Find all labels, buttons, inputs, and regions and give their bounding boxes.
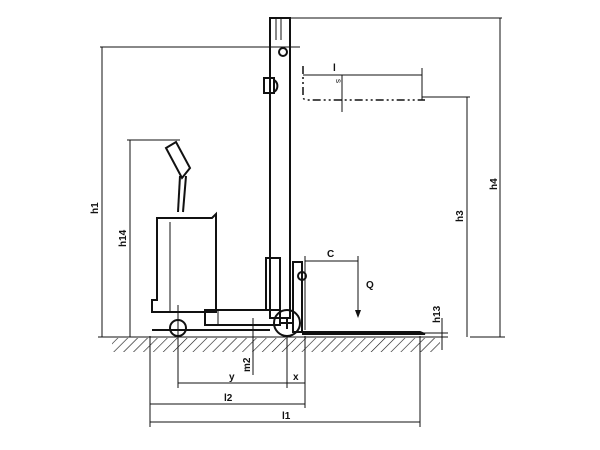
- label-s: s: [334, 79, 343, 83]
- label-q: Q: [366, 280, 374, 291]
- label-h3: h3: [455, 210, 466, 222]
- label-h13: h13: [432, 305, 443, 323]
- label-l2: l2: [224, 393, 233, 404]
- mast: [263, 17, 291, 319]
- label-l1: l1: [282, 411, 291, 422]
- label-x: x: [293, 372, 299, 383]
- label-c: C: [327, 249, 334, 260]
- label-l: l: [333, 63, 336, 74]
- label-m2: m2: [242, 357, 253, 372]
- label-h14: h14: [118, 229, 129, 247]
- raised-fork: [302, 66, 425, 101]
- tiller-handle: [164, 140, 192, 213]
- ground: [98, 336, 448, 352]
- label-h1: h1: [90, 202, 101, 214]
- label-y: y: [229, 372, 235, 383]
- label-h4: h4: [489, 178, 500, 190]
- truck-body: [151, 211, 301, 337]
- fork: [292, 261, 426, 335]
